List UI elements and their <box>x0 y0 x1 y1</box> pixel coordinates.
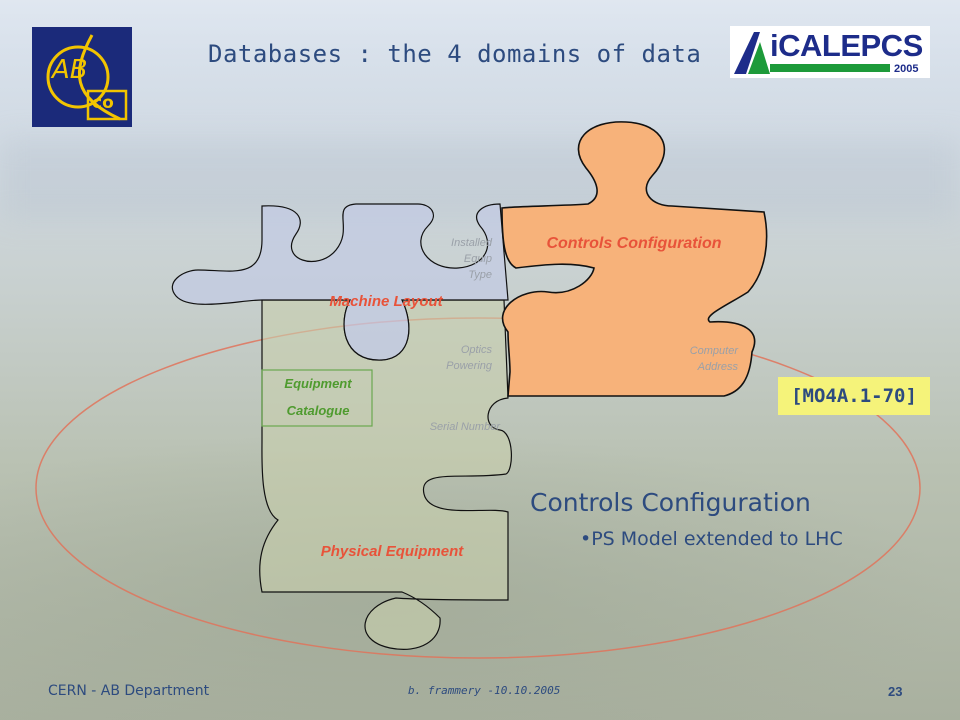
installed-equip-type-line1: Installed <box>451 237 493 249</box>
bullet-point: •PS Model extended to LHC <box>580 528 843 550</box>
icalepcs-logo-graphic <box>734 32 890 74</box>
icalepcs-logo-peak-blue <box>734 32 760 74</box>
optics-powering-line1: Optics <box>461 344 493 356</box>
computer-address-line2: Address <box>697 361 739 373</box>
footer-department: CERN - AB Department <box>48 683 210 699</box>
ab-logo-arc <box>77 34 121 121</box>
controls-configuration-label: Controls Configuration <box>546 235 721 252</box>
equipment-catalogue-box <box>261 369 373 427</box>
ab-logo-text: AB <box>52 55 88 85</box>
footer-author-date: b. frammery -10.10.2005 <box>408 684 561 697</box>
optics-powering-line2: Powering <box>446 360 493 372</box>
section-heading: Controls Configuration <box>530 488 811 517</box>
icalepcs-logo-peak-green <box>748 42 770 74</box>
computer-address-line1: Computer <box>690 345 740 357</box>
ab-logo-box <box>86 89 128 121</box>
icalepcs-logo-text: iCALEPCS <box>770 28 923 63</box>
icalepcs-logo-year: 2005 <box>894 63 919 75</box>
reference-tag: [MO4A.1-70] <box>778 377 930 415</box>
mountain-haze <box>0 140 960 220</box>
installed-equip-type-line3: Type <box>468 269 492 281</box>
physical-equipment-label: Physical Equipment <box>321 543 465 560</box>
ab-logo-subtext: co <box>92 93 114 113</box>
machine-layout-label: Machine Layout <box>329 293 443 310</box>
ab-logo: AB co <box>32 27 132 127</box>
serial-number-label: Serial Number <box>430 421 502 433</box>
icalepcs-logo-bar <box>770 64 890 72</box>
page-number: 23 <box>888 684 903 699</box>
slide-title: Databases : the 4 domains of data <box>208 40 702 68</box>
equipment-catalogue-label-line2: Catalogue <box>287 403 350 418</box>
ab-logo-graphic <box>46 34 128 121</box>
installed-equip-type-line2: Equip <box>464 253 492 265</box>
equipment-catalogue-label-line1: Equipment <box>284 376 352 391</box>
icalepcs-logo: iCALEPCS 2005 <box>730 26 930 78</box>
machine-layout-piece <box>171 203 509 361</box>
ab-logo-ring <box>46 45 110 109</box>
controls-configuration-piece <box>501 121 768 397</box>
